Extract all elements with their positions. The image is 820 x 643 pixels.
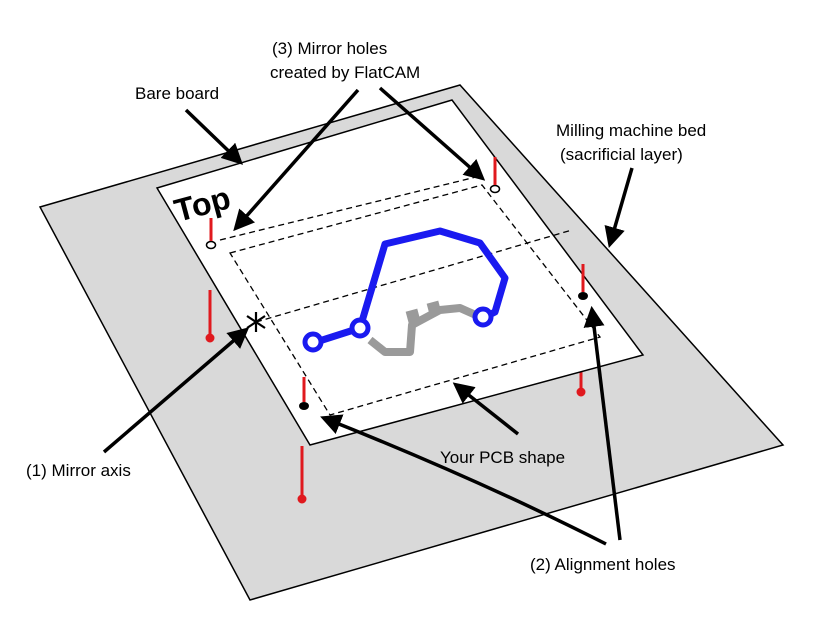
arrow-mirror-hole-left bbox=[233, 88, 360, 232]
arrow-alignment-right bbox=[583, 305, 622, 541]
arrow-pcb-shape bbox=[452, 382, 520, 436]
label-mirror-axis: (1) Mirror axis bbox=[26, 461, 131, 480]
arrow-mirror-axis bbox=[102, 327, 250, 454]
gray-trace bbox=[367, 304, 480, 356]
arrow-bare-board bbox=[184, 108, 244, 165]
mirror-holes bbox=[205, 184, 501, 250]
arrow-bed bbox=[604, 167, 634, 249]
blue-pad-3 bbox=[472, 306, 494, 328]
alignment-hole-bottom bbox=[299, 402, 309, 410]
label-alignment-holes: (2) Alignment holes bbox=[530, 555, 676, 574]
label-pcb-shape: Your PCB shape bbox=[440, 448, 565, 467]
mirror-hole-right bbox=[489, 184, 501, 194]
blue-trace bbox=[311, 227, 509, 347]
arrow-alignment-bottom bbox=[320, 414, 607, 546]
pins-under-board bbox=[205, 290, 586, 504]
mirror-axis-marker bbox=[246, 312, 266, 332]
alignment-holes bbox=[299, 292, 588, 410]
mirror-axis-line-left bbox=[219, 175, 481, 241]
gray-pad-2 bbox=[426, 300, 442, 316]
mirror-hole-left bbox=[205, 240, 217, 250]
pcb-shape-outline bbox=[228, 184, 602, 416]
gray-pad-1 bbox=[405, 308, 421, 324]
label-bed-1: Milling machine bed bbox=[556, 121, 706, 140]
label-bare-board: Bare board bbox=[135, 84, 219, 103]
arrow-mirror-hole-right bbox=[378, 86, 486, 181]
callout-arrows bbox=[102, 86, 634, 546]
alignment-hole-right bbox=[578, 292, 588, 300]
mirror-axis-line bbox=[255, 229, 573, 323]
pins-above-board bbox=[209, 157, 585, 402]
label-mirror-holes-2: created by FlatCAM bbox=[270, 63, 420, 82]
label-bed-2: (sacrificial layer) bbox=[560, 145, 683, 164]
blue-pad-2 bbox=[349, 317, 371, 339]
label-mirror-holes-1: (3) Mirror holes bbox=[272, 39, 387, 58]
blue-pad-1 bbox=[302, 331, 324, 353]
bare-board bbox=[155, 99, 645, 446]
